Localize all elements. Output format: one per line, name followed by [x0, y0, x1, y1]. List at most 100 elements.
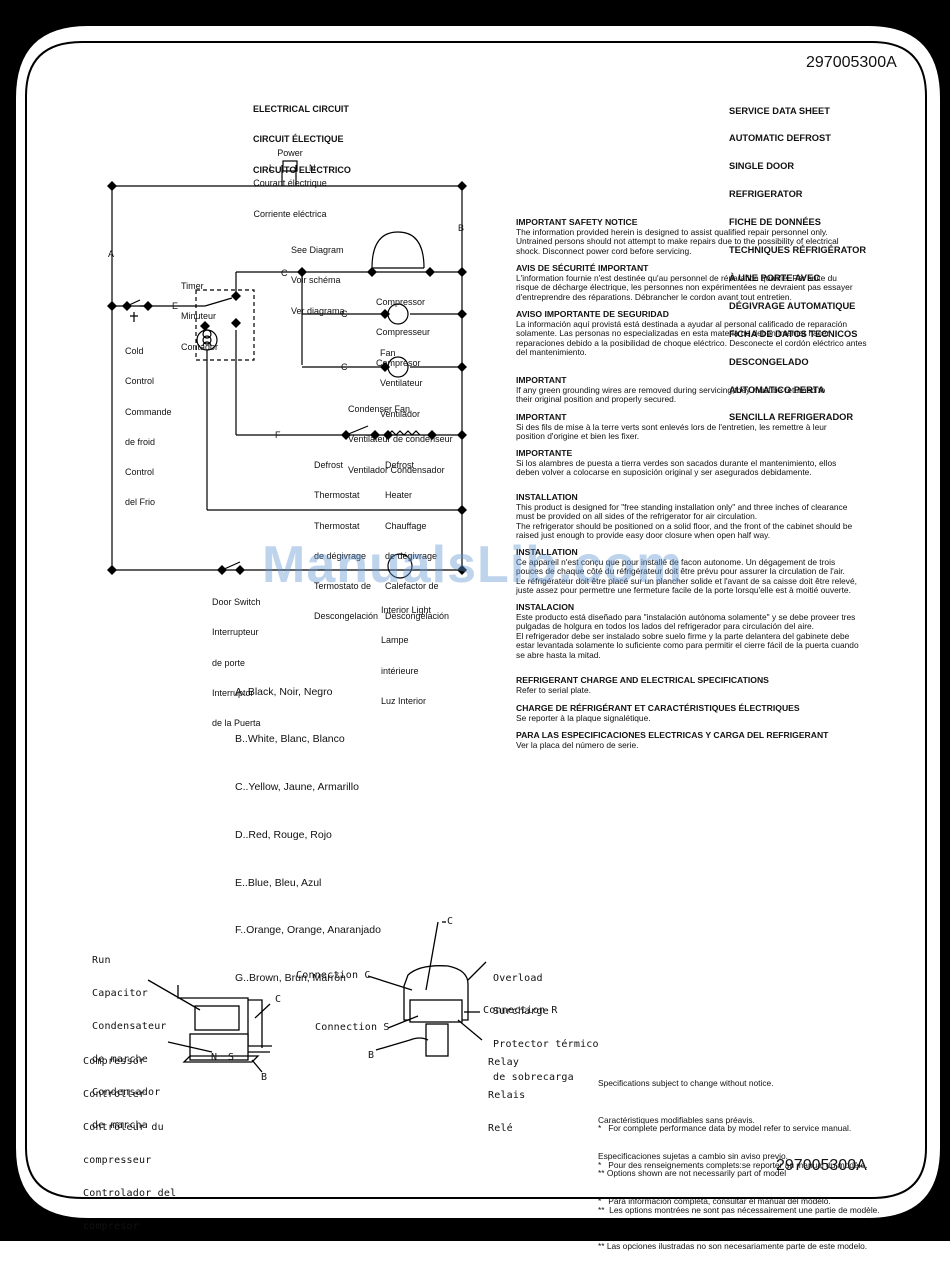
legend-item: B..White, Blanc, Blanco — [235, 733, 345, 746]
defrost-heater-line: Descongelación — [385, 611, 450, 622]
section-avis-securite: AVIS DE SÉCURITÉ IMPORTANT L'information… — [516, 263, 908, 302]
wire-label-a: A — [108, 249, 115, 259]
legend-item: D..Red, Rouge, Rojo — [235, 828, 332, 841]
defrost-thermostat-label: Defrost Thermostat Thermostat de dégivra… — [314, 440, 378, 631]
compressor-label-line: Compresseur — [376, 327, 431, 338]
section-refrigerant-es: PARA LAS ESPECIFICACIONES ELECTRICAS Y C… — [516, 730, 908, 750]
section-line: El refrigerador debe ser instalado sobre… — [516, 630, 850, 641]
section-line: Refer to serial plate. — [516, 684, 591, 695]
run-capacitor-line: Condensateur — [92, 1021, 167, 1032]
section-refrigerant-fr: CHARGE DE RÉFRIGÉRANT ET CARACTÉRISTIQUE… — [516, 703, 908, 723]
defrost-thermostat-line: Thermostat — [314, 490, 360, 501]
cold-control-line: Cold — [125, 346, 144, 357]
section-heading: PARA LAS ESPECIFICACIONES ELECTRICAS Y C… — [516, 730, 829, 740]
section-line: Ver la placa del número de serie. — [516, 739, 639, 750]
section-heading: INSTALLATION — [516, 492, 578, 502]
timer-label-line: Contador — [181, 341, 219, 352]
note-line: * Pour des renseignements complets:se re… — [598, 1160, 868, 1171]
title-line: DESCONGELADO — [729, 356, 809, 367]
note-line: ** Les options montrées ne sont pas néce… — [598, 1205, 880, 1216]
condenser-fan-line: Ventilateur de condenseur — [348, 434, 453, 445]
section-heading: IMPORTANT SAFETY NOTICE — [516, 217, 638, 227]
legend-item: A..Black, Noir, Negro — [235, 685, 333, 698]
relay-line: Relay — [488, 1057, 520, 1068]
interior-light-label: Interior Light Lampe intérieure Luz Inte… — [381, 585, 431, 716]
compressor-label-line: Compressor — [376, 297, 426, 308]
doc-number-bottom: 297005300A — [776, 1157, 867, 1174]
section-line: shock. Disconnect power cord before serv… — [516, 245, 692, 256]
section-line: must be provided on all sides of the ref… — [516, 511, 758, 522]
door-switch-line: Interrupteur — [212, 627, 259, 638]
wire-label-c: C — [341, 362, 348, 372]
label-l: L — [269, 163, 275, 173]
compressor-controller-line: Controller — [83, 1089, 146, 1100]
section-heading: REFRIGERANT CHARGE AND ELECTRICAL SPECIF… — [516, 675, 769, 685]
section-line: Se reporter à la plaque signalétique. — [516, 712, 651, 723]
defrost-heater-line: Calefactor de — [385, 581, 439, 592]
cold-control-line: Control — [125, 376, 155, 387]
overload-line: Protector térmico — [493, 1039, 599, 1050]
see-diagram-line: See Diagram — [291, 245, 344, 256]
section-line: pouces de chaque côté du réfrigérateur d… — [516, 566, 845, 577]
power-label-line: Power — [277, 148, 303, 159]
see-diagram-line: Ver diagrama — [291, 305, 345, 316]
section-line: Si los alambres de puesta a tierra verde… — [516, 457, 837, 468]
fan-label-line: Ventilador — [380, 408, 421, 419]
circuit-heading: ELECTRICAL CIRCUIT CIRCUIT ÉLECTIQUE CIR… — [253, 84, 351, 185]
doc-number-top: 297005300A — [806, 54, 897, 71]
interior-light-line: intérieure — [381, 665, 419, 676]
section-line: se abre hasta la mitad. — [516, 649, 601, 660]
legend-item: C..Yellow, Jaune, Armarillo — [235, 781, 359, 794]
defrost-thermostat-line: Descongelación — [314, 611, 379, 622]
title-line: À UNE PORTE AVEC — [729, 272, 820, 283]
section-line: solamente. Las personas no especializada… — [516, 328, 830, 339]
defrost-heater-line: Chauffage — [385, 520, 427, 531]
note-line: ** Options shown are not necessarily par… — [598, 1168, 787, 1179]
controller-b-label: B — [261, 1072, 268, 1083]
section-heading: INSTALLATION — [516, 547, 578, 557]
section-line: Untrained persons should not attempt to … — [516, 236, 839, 247]
section-line: d'entreprendre des réparations. Débranch… — [516, 291, 792, 302]
notes-fr: Caractéristiques modifiables sans préavi… — [598, 1080, 880, 1234]
notes-en: Specifications subject to change without… — [598, 1043, 851, 1197]
title-line: SENCILLA REFRIGERADOR — [729, 412, 854, 423]
title-line: FICHE DE DONNÉES — [729, 217, 821, 228]
title-line: SINGLE DOOR — [729, 161, 795, 172]
page-frame — [0, 0, 950, 1241]
door-switch-line: de porte — [212, 657, 246, 668]
section-line: The information provided herein is desig… — [516, 226, 828, 237]
connection-s-label: Connection S — [315, 1022, 390, 1033]
section-aviso-seguridad: AVISO IMPORTANTE DE SEGURIDAD La informa… — [516, 309, 908, 358]
power-label-line: Courant électrique — [253, 178, 327, 189]
note-line: * For complete performance data by model… — [598, 1123, 852, 1134]
title-line: SERVICE DATA SHEET — [729, 105, 830, 116]
wire-label-e: E — [172, 301, 179, 311]
section-line: Si des fils de mise à la terre verts son… — [516, 421, 827, 432]
note-line: ** Las opciones ilustradas no son necesa… — [598, 1241, 868, 1252]
cold-control-line: del Frio — [125, 497, 156, 508]
see-diagram-line: Voir schéma — [291, 275, 341, 286]
section-line: their original position and properly sec… — [516, 394, 677, 405]
compressor-controller-label: Compressor Controller Contrôleur du comp… — [83, 1034, 176, 1243]
wire-label-b: B — [458, 223, 465, 233]
section-line: reparaciones debido a la posibilidad de … — [516, 337, 867, 348]
section-line: L'information fournie n'est destinée qu'… — [516, 272, 837, 283]
title-line: DÉGIVRAGE AUTOMATIQUE — [729, 300, 856, 311]
section-heading: INSTALACION — [516, 602, 575, 612]
door-switch-label: Door Switch Interrupteur de porte Interr… — [212, 577, 261, 738]
section-line: This product is designed for "free stand… — [516, 501, 848, 512]
section-line: pulgadas de holgura en todos los lados d… — [516, 621, 814, 632]
compressor-controller-line: compresseur — [83, 1155, 152, 1166]
section-line: The refrigerator should be positioned on… — [516, 520, 853, 531]
fan-label: Fan Ventilateur Ventilador — [380, 328, 423, 429]
wire-label-c: C — [341, 309, 348, 319]
timer-label-line: Minuteur — [181, 311, 217, 322]
defrost-heater-line: Defrost — [385, 460, 415, 471]
fan-label-line: Ventilateur — [380, 378, 423, 389]
note-line: Especificaciones sujetas a cambio sin av… — [598, 1150, 788, 1161]
section-line: juste assez pour permettre une fermeture… — [516, 585, 851, 596]
section-heading: AVISO IMPORTANTE DE SEGURIDAD — [516, 309, 669, 319]
section-safety-notice: IMPORTANT SAFETY NOTICE The information … — [516, 217, 908, 256]
note-line: Caractéristiques modifiables sans préavi… — [598, 1114, 755, 1125]
compressor-controller-line: compresor — [83, 1221, 139, 1232]
